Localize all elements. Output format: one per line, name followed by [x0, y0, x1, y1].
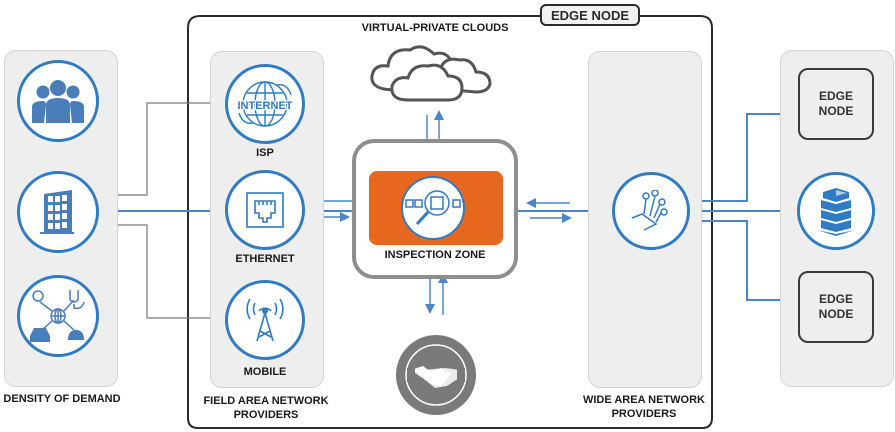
office-building-icon [17, 171, 99, 253]
line-edge-bottom [690, 220, 800, 301]
clouds-icon [370, 45, 492, 102]
edge-node-title: EDGE NODE [540, 4, 640, 26]
datacenter-building-icon [797, 172, 875, 250]
line-mobile [117, 224, 228, 319]
circuit-network-icon [612, 172, 690, 250]
wide-area-network-label: WIDE AREA NETWORK PROVIDERS [582, 394, 705, 420]
magnifier-inspect-icon [401, 176, 465, 240]
mobile-label: MOBILE [243, 366, 287, 378]
cell-tower-icon [225, 280, 305, 360]
inspection-zone-label: INSPECTION ZONE [384, 249, 486, 261]
edge-node-frame [187, 15, 713, 429]
isp-label: ISP [256, 147, 274, 159]
people-group-icon [17, 60, 99, 142]
line-isp [117, 102, 228, 196]
svg-text:INTERNET: INTERNET [238, 100, 293, 112]
ethernet-port-icon [225, 170, 305, 250]
iot-devices-icon [17, 275, 99, 357]
ethernet-label: ETHERNET [235, 253, 295, 265]
line-edge-top [690, 113, 800, 202]
handshake-icon [396, 335, 476, 415]
density-of-demand-label: DENSITY OF DEMAND [3, 393, 121, 405]
field-area-network-label: FIELD AREA NETWORK PROVIDERS [203, 395, 329, 421]
virtual-private-clouds-label: VIRTUAL-PRIVATE CLOUDS [361, 22, 509, 34]
internet-globe-icon: INTERNET [225, 64, 305, 144]
